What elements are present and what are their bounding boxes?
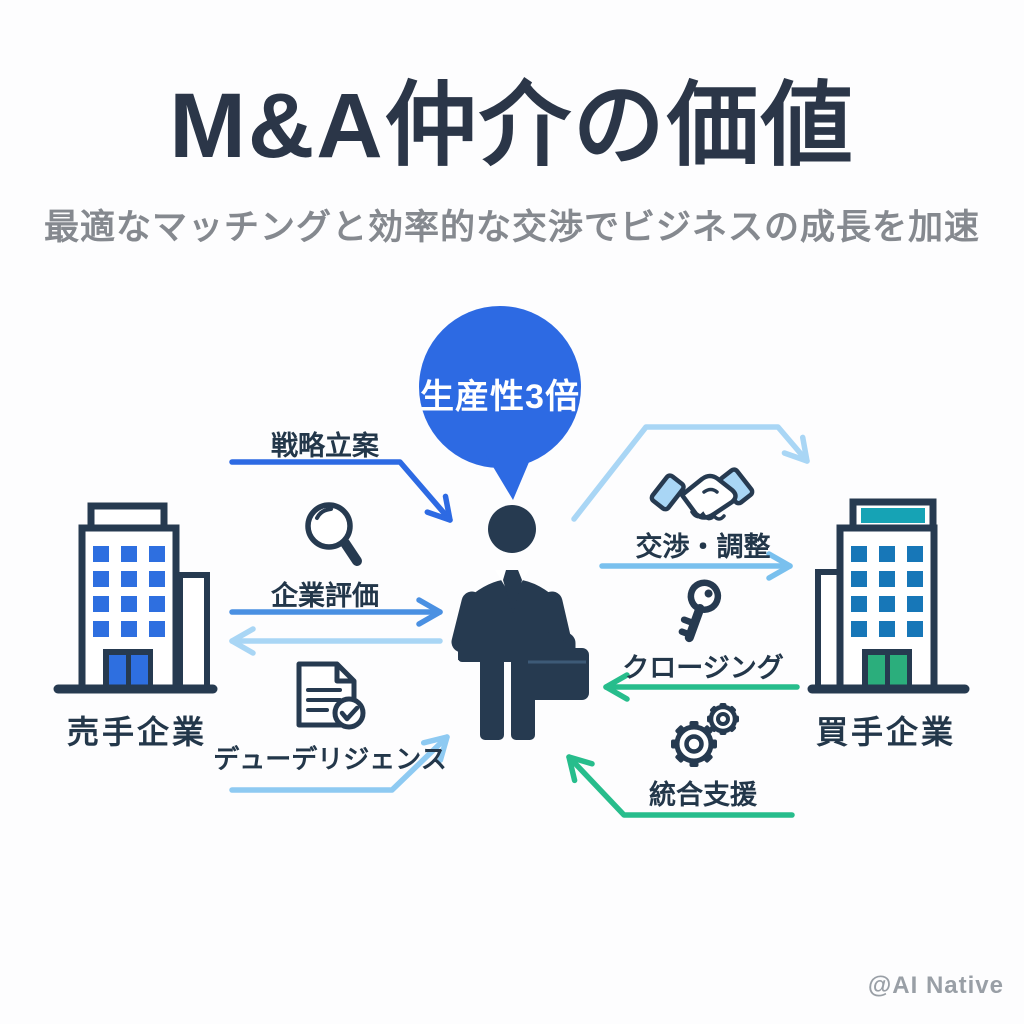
strategy-label: 戦略立案 [271,431,379,461]
gear-large [671,721,717,767]
page-title: M&A仲介の価値 [169,75,855,177]
due-diligence-arrow [229,734,450,793]
strategy-arrow [229,459,453,523]
magnifier-icon [305,502,362,566]
key-icon [678,579,722,643]
briefcase-icon [525,632,589,700]
valuation-arrow-left [229,626,443,656]
productivity-bubble [419,306,581,500]
broker-figure [451,505,589,740]
watermark: @AI Native [867,972,1004,999]
seller-company-label: 売手企業 [66,714,208,750]
integration-label: 統合支援 [649,780,757,810]
closing-arrow [603,672,800,702]
negotiation-arrow-top [571,424,810,522]
productivity-bubble-label: 生産性3倍 [420,378,580,416]
gears-icon [671,703,739,767]
buyer-windows [851,546,923,637]
negotiation-arrow-right [599,551,793,581]
document-check-icon [296,661,366,730]
integration-arrow [566,754,795,818]
seller-building-icon [53,502,218,694]
buyer-roof-accent [861,508,925,523]
gear-small [707,703,739,735]
valuation-arrow-right [229,597,443,627]
closing-label: クロージング [622,653,784,683]
buyer-company-label: 買手企業 [815,714,957,750]
handshake-icon [649,467,755,521]
seller-windows [93,546,165,637]
due-diligence-label: デューデリジェンス [213,744,447,774]
valuation-label: 企業評価 [271,581,379,611]
negotiation-label: 交渉・調整 [635,532,771,562]
buyer-building-icon [807,498,970,694]
page-subtitle: 最適なマッチングと効率的な交渉でビジネスの成長を加速 [43,208,981,247]
